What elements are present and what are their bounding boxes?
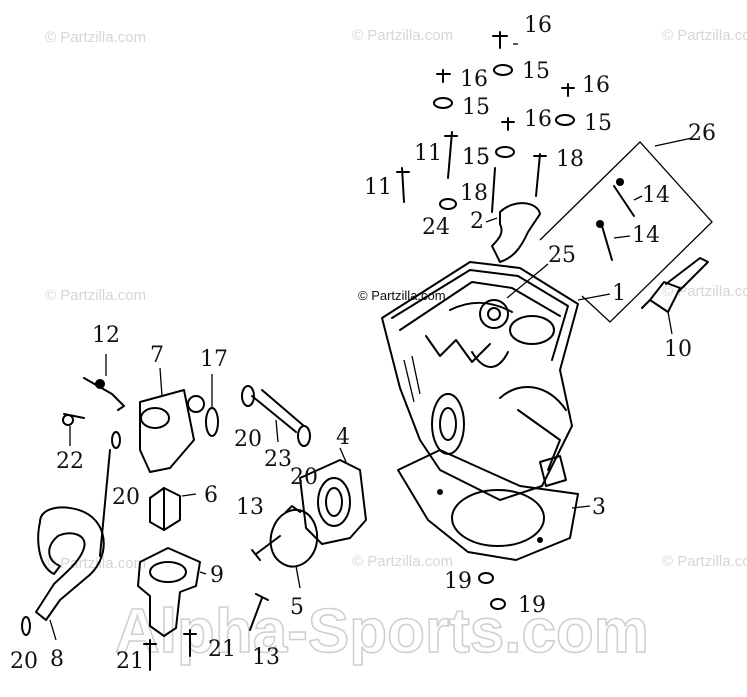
callout-23: 23: [264, 447, 292, 472]
callout-26: 26: [688, 121, 716, 146]
callout-1: 1: [612, 281, 626, 306]
callout-3: 3: [592, 495, 606, 520]
callout-25: 25: [548, 243, 576, 268]
watermark: © Partzilla.com: [662, 27, 747, 44]
watermark-layer: © Partzilla.com © Partzilla.com © Partzi…: [45, 27, 747, 667]
watermark: © Partzilla.com: [45, 287, 146, 304]
callout-16: 16: [524, 13, 552, 38]
callout-2: 2: [470, 209, 484, 234]
callout-20: 20: [234, 427, 262, 452]
callout-5: 5: [290, 595, 304, 620]
inline-watermark: © Partzilla.com: [358, 288, 446, 303]
callout-20: 20: [290, 465, 318, 490]
callout-22: 22: [56, 449, 84, 474]
callout-21: 21: [208, 637, 236, 662]
callout-14: 14: [642, 183, 670, 208]
spark-plug-10: [641, 257, 709, 335]
callout-19: 19: [518, 593, 546, 618]
callout-labels: 16 15 16 15 16 16 15 15 11 15 18 11 18 2…: [10, 13, 716, 674]
water-outlet-9: [137, 547, 207, 637]
pipe-23: [241, 385, 311, 447]
callout-19: 19: [444, 569, 472, 594]
callout-7: 7: [150, 343, 164, 368]
callout-10: 10: [664, 337, 692, 362]
callout-20: 20: [10, 649, 38, 674]
intake-pipe-4: [299, 447, 367, 545]
bolts-21: [143, 629, 197, 671]
callout-24: 24: [422, 215, 450, 240]
callout-9: 9: [210, 563, 224, 588]
callout-15: 15: [522, 59, 550, 84]
callout-16: 16: [524, 107, 552, 132]
callout-11: 11: [364, 175, 392, 200]
callout-17: 17: [200, 347, 228, 372]
callout-15: 15: [462, 95, 490, 120]
valve-parts-top: [396, 31, 575, 263]
callout-13: 13: [252, 645, 280, 670]
head-gasket-3: [397, 449, 591, 561]
watermark: © Partzilla.com: [45, 29, 146, 46]
cylinder-head-1: © Partzilla.com: [358, 261, 611, 501]
callout-15: 15: [462, 145, 490, 170]
watermark: © Partzilla.com: [662, 553, 747, 570]
callout-12: 12: [92, 323, 120, 348]
callout-15: 15: [584, 111, 612, 136]
washers-19: [478, 572, 506, 610]
brand-watermark: Alpha-Sports.com: [115, 597, 649, 666]
callout-20: 20: [112, 485, 140, 510]
callout-11: 11: [414, 141, 442, 166]
callout-18: 18: [556, 147, 584, 172]
hose-8: [21, 449, 111, 641]
callout-16: 16: [460, 67, 488, 92]
callout-21: 21: [116, 649, 144, 674]
clamp-5: [269, 505, 319, 589]
callout-15: 15: [462, 145, 490, 170]
callout-18: 18: [460, 181, 488, 206]
callout-13: 13: [236, 495, 264, 520]
watermark: © Partzilla.com: [352, 553, 453, 570]
callout-16: 16: [582, 73, 610, 98]
thermostat-housing-7: [62, 354, 219, 473]
callout-8: 8: [50, 647, 64, 672]
callout-4: 4: [336, 425, 350, 450]
rocker-bracket-26: [539, 137, 713, 323]
callout-6: 6: [204, 483, 218, 508]
bolts-13: [249, 535, 281, 631]
watermark: © Partzilla.com: [352, 27, 453, 44]
callout-14: 14: [632, 223, 660, 248]
thermostat-6: [149, 487, 197, 531]
